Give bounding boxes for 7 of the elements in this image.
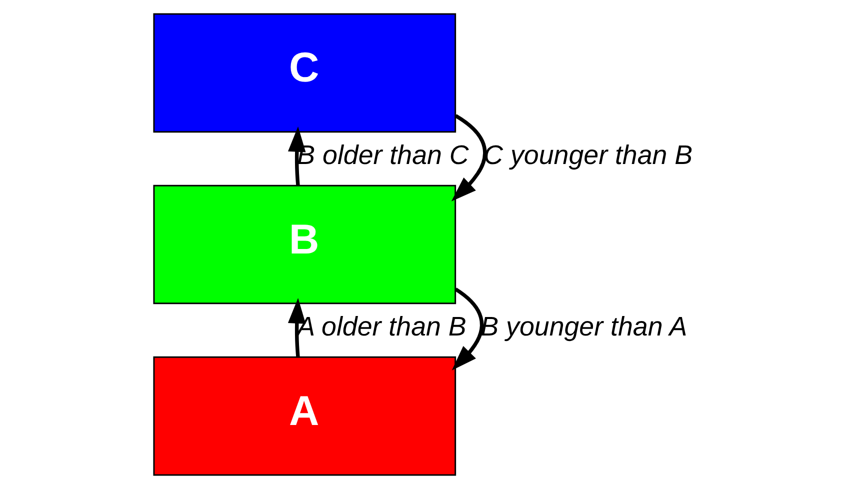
arrow <box>287 126 306 186</box>
node-box: C <box>152 13 456 133</box>
arrow <box>451 288 484 370</box>
arrow <box>287 298 306 358</box>
node-box: B <box>152 184 456 304</box>
arrow <box>450 114 486 202</box>
node-box: A <box>152 356 456 476</box>
